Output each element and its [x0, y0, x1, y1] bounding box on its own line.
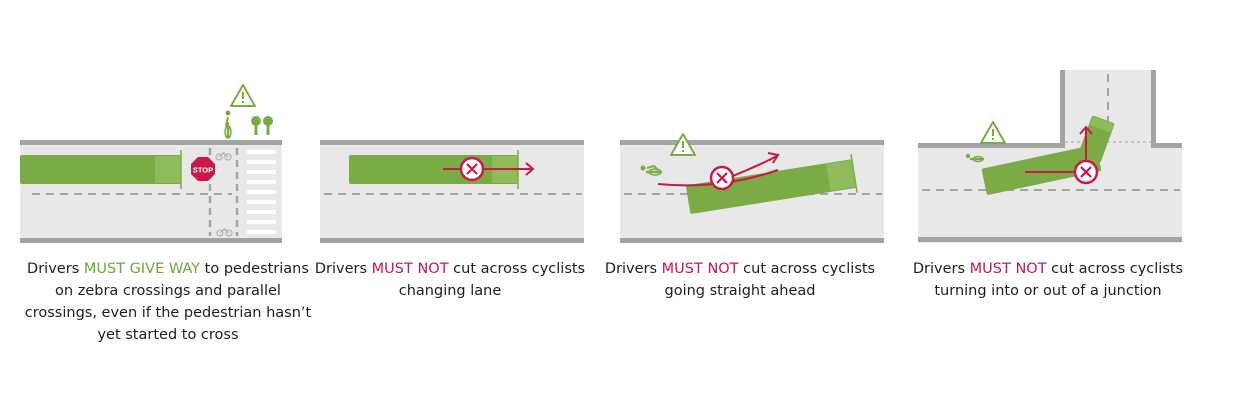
- pedestrian-icon: [251, 116, 273, 135]
- stop-sign-icon: STOP: [191, 157, 215, 181]
- panel-caption: Drivers MUST NOT cut across cyclists goi…: [590, 258, 890, 302]
- side-road-kerb-right: [1151, 70, 1156, 147]
- panel-junction: Drivers MUST NOT cut across cyclists tur…: [913, 0, 1218, 400]
- zebra-crossing: [247, 150, 276, 234]
- warning-triangle-icon: [230, 84, 256, 107]
- forbidden-icon: [709, 165, 735, 191]
- warning-triangle-icon: [670, 133, 696, 156]
- give-way-diagram: STOP: [20, 84, 282, 243]
- panel-caption: Drivers MUST GIVE WAY to pedestrians on …: [18, 258, 318, 346]
- junction-diagram: [918, 70, 1182, 243]
- kerb-top-left: [918, 143, 1065, 148]
- vehicle: [20, 155, 181, 184]
- cyclist-icon: [965, 153, 984, 163]
- forbidden-arrow: [443, 162, 535, 176]
- caption-prefix: Drivers: [27, 261, 84, 277]
- caption-emphasis: MUST NOT: [969, 261, 1047, 277]
- panel-caption: Drivers MUST NOT cut across cyclists cha…: [310, 258, 590, 302]
- vehicle: [981, 115, 1115, 195]
- caption-suffix: to pedestrians on zebra crossings and pa…: [24, 261, 312, 343]
- forbidden-icon: [1073, 159, 1099, 185]
- bicycle-marking-icon: [215, 152, 232, 161]
- kerb-top: [20, 140, 282, 145]
- cyclist-icon: [224, 110, 232, 139]
- panel-give-way: STOP Drivers MUST GIVE WAY to pedestrian…: [18, 0, 318, 400]
- kerb-bottom: [320, 238, 584, 243]
- bicycle-marking-icon: [216, 228, 233, 237]
- kerb-top: [620, 140, 884, 145]
- forbidden-icon: [459, 156, 485, 182]
- panel-straight-ahead: Drivers MUST NOT cut across cyclists goi…: [605, 0, 920, 400]
- kerb-bottom: [918, 237, 1182, 242]
- panel-changing-lane: Drivers MUST NOT cut across cyclists cha…: [315, 0, 620, 400]
- changing-lane-diagram: [320, 140, 584, 243]
- caption-emphasis: MUST NOT: [661, 261, 739, 277]
- vehicle: [686, 154, 858, 214]
- caption-prefix: Drivers: [604, 261, 662, 277]
- panel-caption: Drivers MUST NOT cut across cyclists tur…: [893, 258, 1203, 302]
- kerb-top: [320, 140, 584, 145]
- kerb-bottom: [20, 238, 282, 243]
- caption-suffix: cut across cyclists changing lane: [398, 261, 586, 299]
- caption-prefix: Drivers: [314, 261, 372, 277]
- caption-suffix: cut across cyclists going straight ahead: [664, 261, 876, 299]
- straight-ahead-diagram: [620, 133, 884, 243]
- caption-emphasis: MUST GIVE WAY: [83, 261, 201, 277]
- caption-suffix: cut across cyclists turning into or out …: [934, 261, 1184, 299]
- kerb-bottom: [620, 238, 884, 243]
- vehicle-cab: [155, 156, 181, 183]
- stop-sign-text: STOP: [193, 166, 213, 175]
- caption-prefix: Drivers: [912, 261, 970, 277]
- side-road-kerb-left: [1060, 70, 1065, 147]
- caption-emphasis: MUST NOT: [371, 261, 449, 277]
- kerb-top-right: [1151, 143, 1182, 148]
- warning-triangle-icon: [980, 121, 1006, 144]
- cyclist-icon: [640, 164, 662, 176]
